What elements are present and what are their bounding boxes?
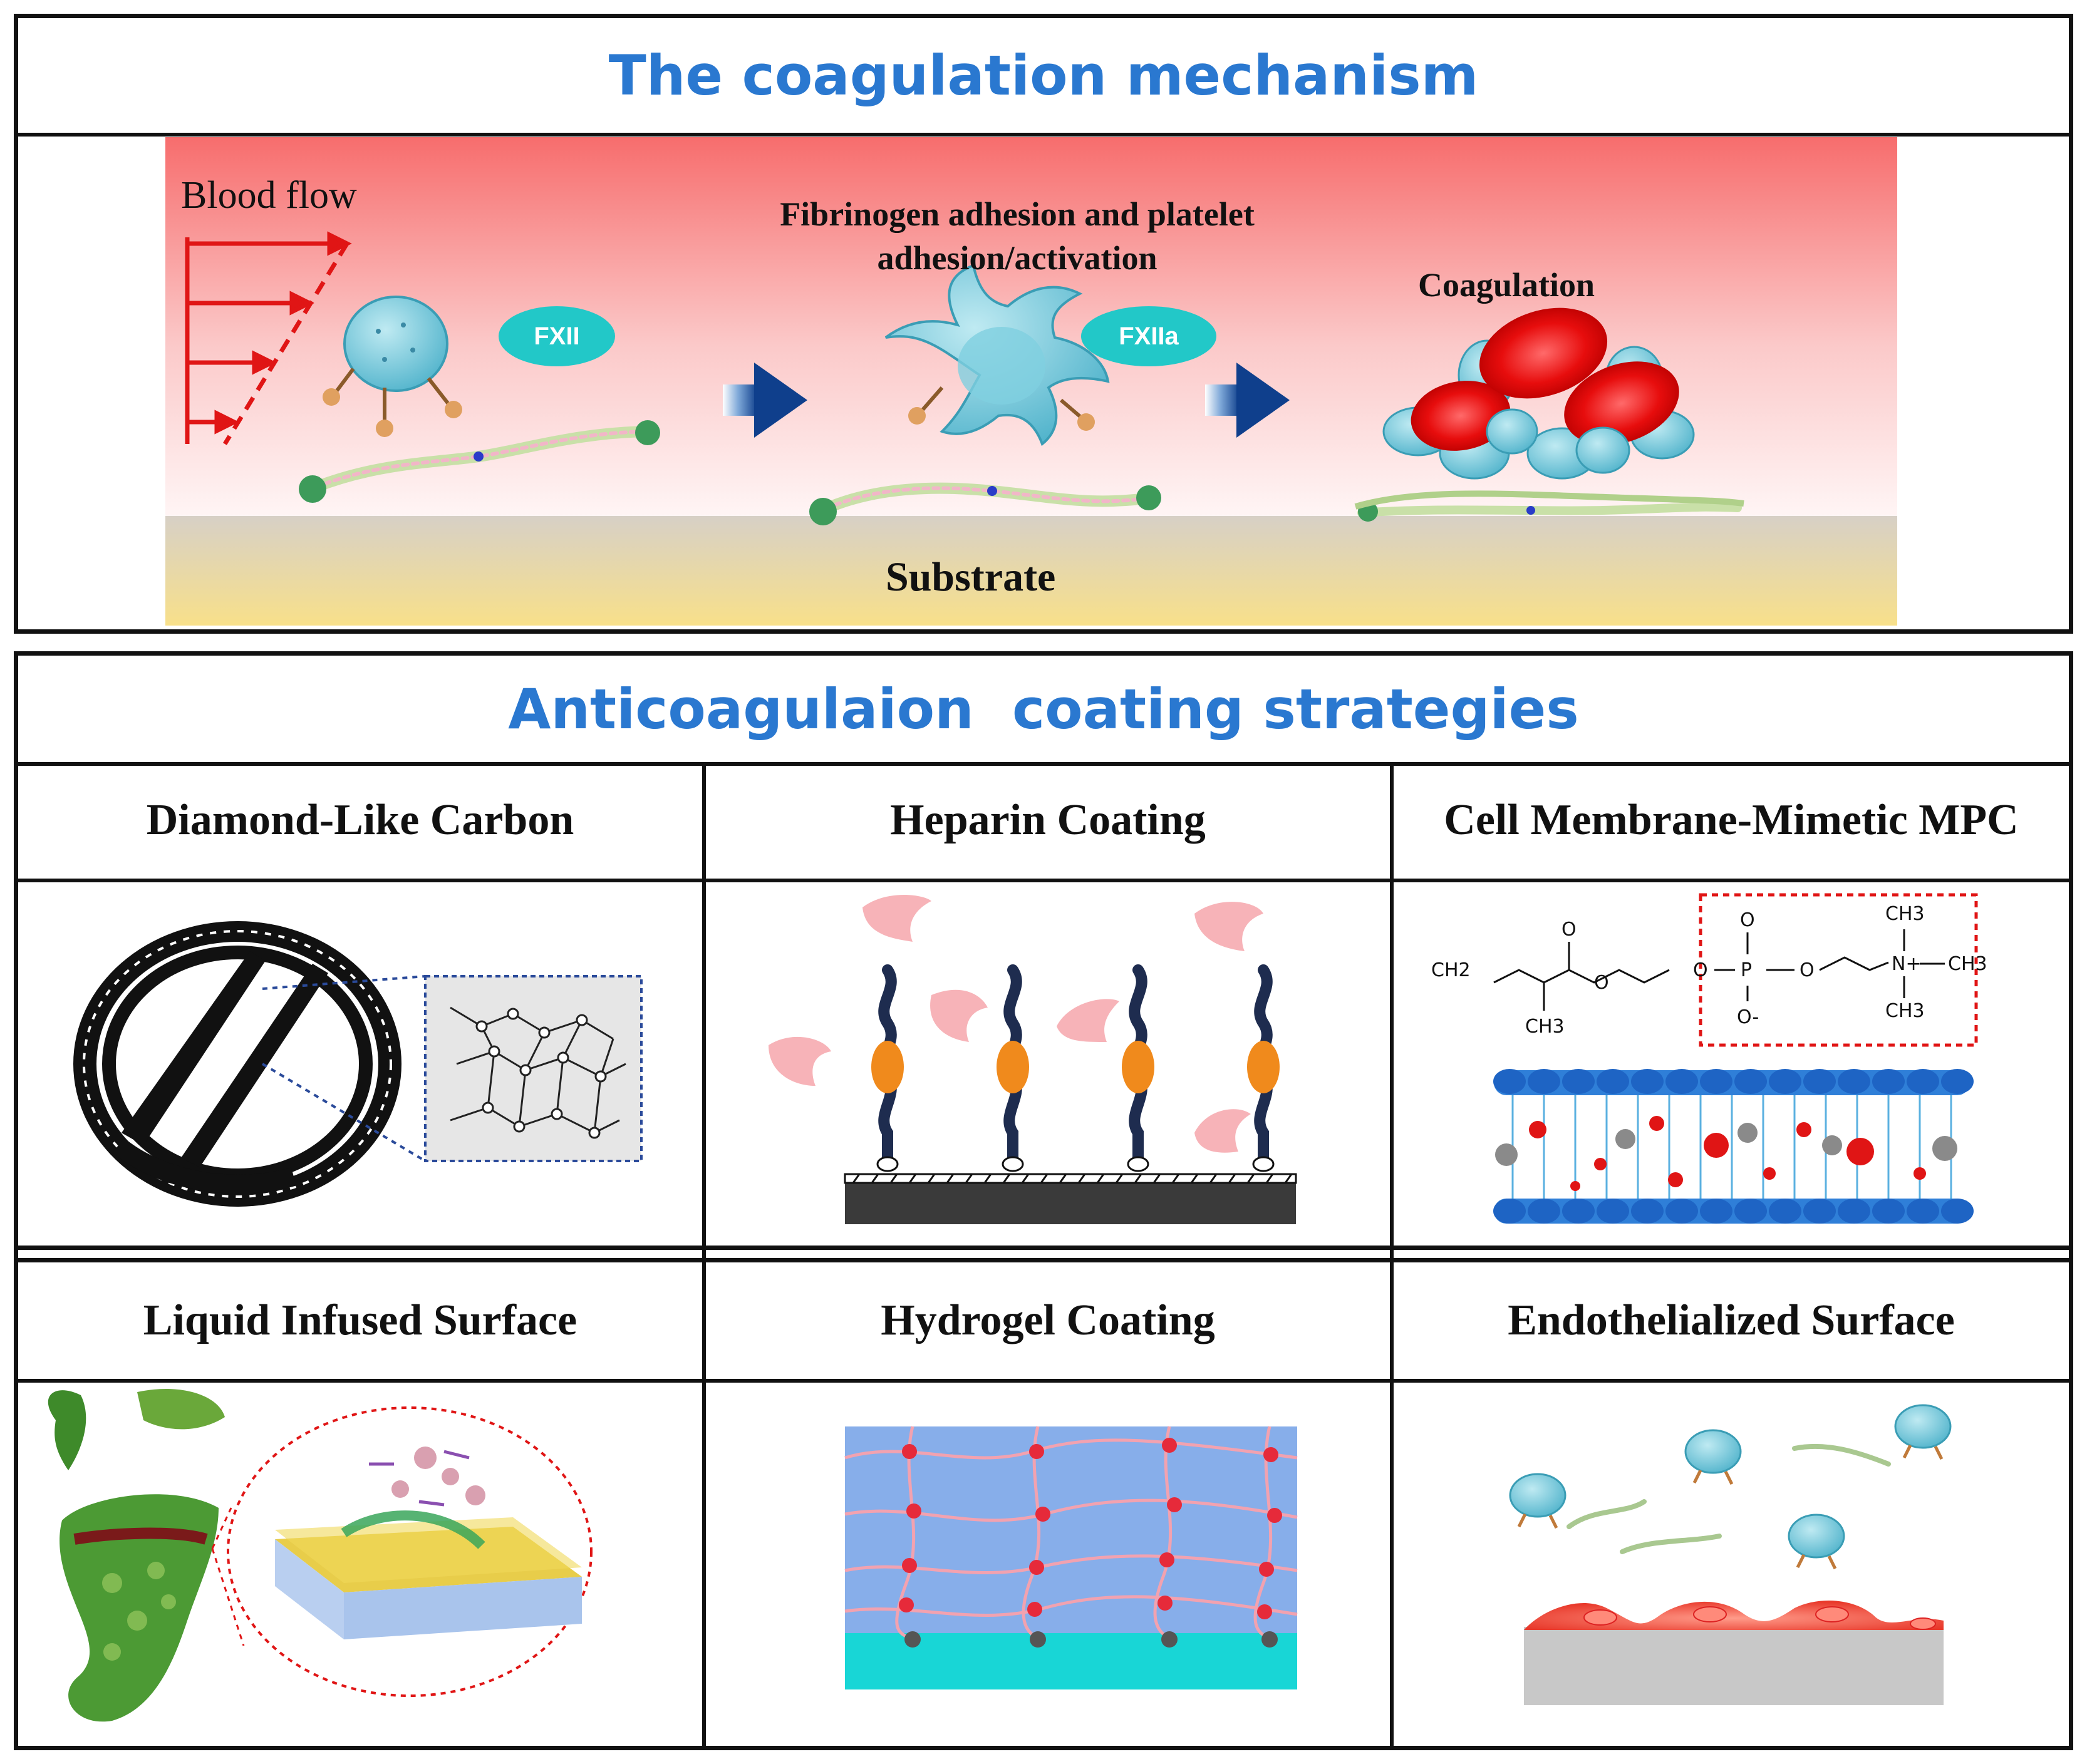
strategies-title: Anticoagulaion coating strategies [508, 676, 1579, 741]
coagulation-mechanism-panel: The coagulation mechanism [14, 14, 2073, 634]
grid-divider [1390, 762, 1394, 1746]
mechanism-title-row: The coagulation mechanism [18, 18, 2069, 137]
mpc-o-phos-bottom-text: O- [1737, 1006, 1759, 1028]
bilayer-graphic [1493, 1069, 1974, 1224]
grid-divider [18, 1258, 2069, 1262]
blood-clot-icon [1354, 307, 1744, 510]
strategy-header-hydrogel: Hydrogel Coating [706, 1262, 1390, 1383]
mpc-illustration: CH2 CH3 O O O P O O- O N+ CH3 CH3 CH3 [1394, 882, 2069, 1246]
mpc-ch3-top-text: CH3 [1885, 903, 1925, 925]
coagulation-label: Coagulation [1418, 266, 1595, 304]
mpc-ch2-text: CH2 [1431, 959, 1471, 981]
strategies-grid: Diamond-Like Carbon Heparin Coating Cell… [18, 762, 2069, 1746]
resting-platelet-icon [323, 296, 462, 437]
strategies-title-row: Anticoagulaion coating strategies [18, 656, 2069, 766]
fibrinogen-molecule-icon [1357, 502, 1742, 522]
activated-platelet-icon [884, 264, 1110, 446]
heparin-illustration [706, 882, 1390, 1246]
strategy-header-liquid-infused: Liquid Infused Surface [18, 1262, 702, 1383]
mpc-p-text: P [1741, 959, 1752, 981]
mpc-ch3-right-text: CH3 [1948, 953, 1987, 975]
strategy-header-heparin: Heparin Coating [706, 762, 1390, 882]
mechanism-title: The coagulation mechanism [608, 43, 1479, 108]
step-arrow-icon [723, 363, 807, 438]
step-arrow-icon [1205, 363, 1290, 438]
fxii-label: FXII [534, 322, 580, 350]
strategy-header-dlc: Diamond-Like Carbon [18, 762, 702, 882]
substrate-layer [165, 516, 1897, 626]
slippery-surface-icon [275, 1447, 582, 1639]
strategy-header-endothelialized: Endothelialized Surface [1394, 1262, 2069, 1383]
phospholipid-bilayer-icon: CH2 CH3 O O O P O O- O N+ CH3 CH3 CH3 [1431, 893, 1987, 1224]
blood-flow-label: Blood flow [181, 174, 357, 217]
fxiia-label: FXIIa [1119, 322, 1179, 350]
mpc-ch3-bottom-text: CH3 [1885, 1000, 1925, 1022]
grid-divider [702, 762, 706, 1746]
fibrinogen-molecule-icon [809, 482, 1161, 525]
blood-flow-profile-icon [185, 231, 352, 445]
coating-strategies-panel: Anticoagulaion coating strategies Diamon… [14, 651, 2073, 1750]
endothelial-cells-icon [1509, 1404, 1952, 1705]
fxiia-badge: FXIIa [1080, 305, 1218, 368]
strategy-header-mpc: Cell Membrane-Mimetic MPC [1394, 762, 2069, 882]
dlc-lattice-icon [261, 975, 643, 1162]
endothelialized-illustration [1394, 1383, 2069, 1746]
substrate-label: Substrate [886, 554, 1056, 600]
grid-divider [18, 1246, 2069, 1250]
fxii-badge: FXII [497, 305, 616, 368]
coagulation-scene-graphic [165, 137, 1897, 626]
heart-valve-icon [73, 921, 401, 1207]
fibrinogen-adhesion-label: Fibrinogen adhesion and platelet adhesio… [780, 195, 1255, 277]
mpc-o-ester-text: O [1594, 972, 1609, 994]
mpc-o-phos-right-text: O [1800, 959, 1815, 981]
pitcher-plant-icon [48, 1388, 225, 1722]
liquid-infused-illustration [18, 1383, 702, 1746]
hydrogel-illustration [706, 1383, 1390, 1746]
heparin-brush-icon [769, 895, 1297, 1224]
hydrogel-network-icon [844, 1426, 1298, 1689]
mpc-n-text: N+ [1892, 953, 1922, 975]
dlc-illustration [18, 882, 702, 1246]
fibrinogen-molecule-icon [299, 420, 660, 503]
mpc-o-phos-top-text: O [1740, 909, 1755, 931]
mpc-ch3-left-text: CH3 [1525, 1016, 1565, 1038]
coagulation-scene: Blood flow Fibrinogen adhesion and plate… [165, 137, 1897, 626]
mpc-o-carbonyl-text: O [1561, 919, 1577, 941]
mpc-o-phos-left-text: O [1693, 959, 1708, 981]
